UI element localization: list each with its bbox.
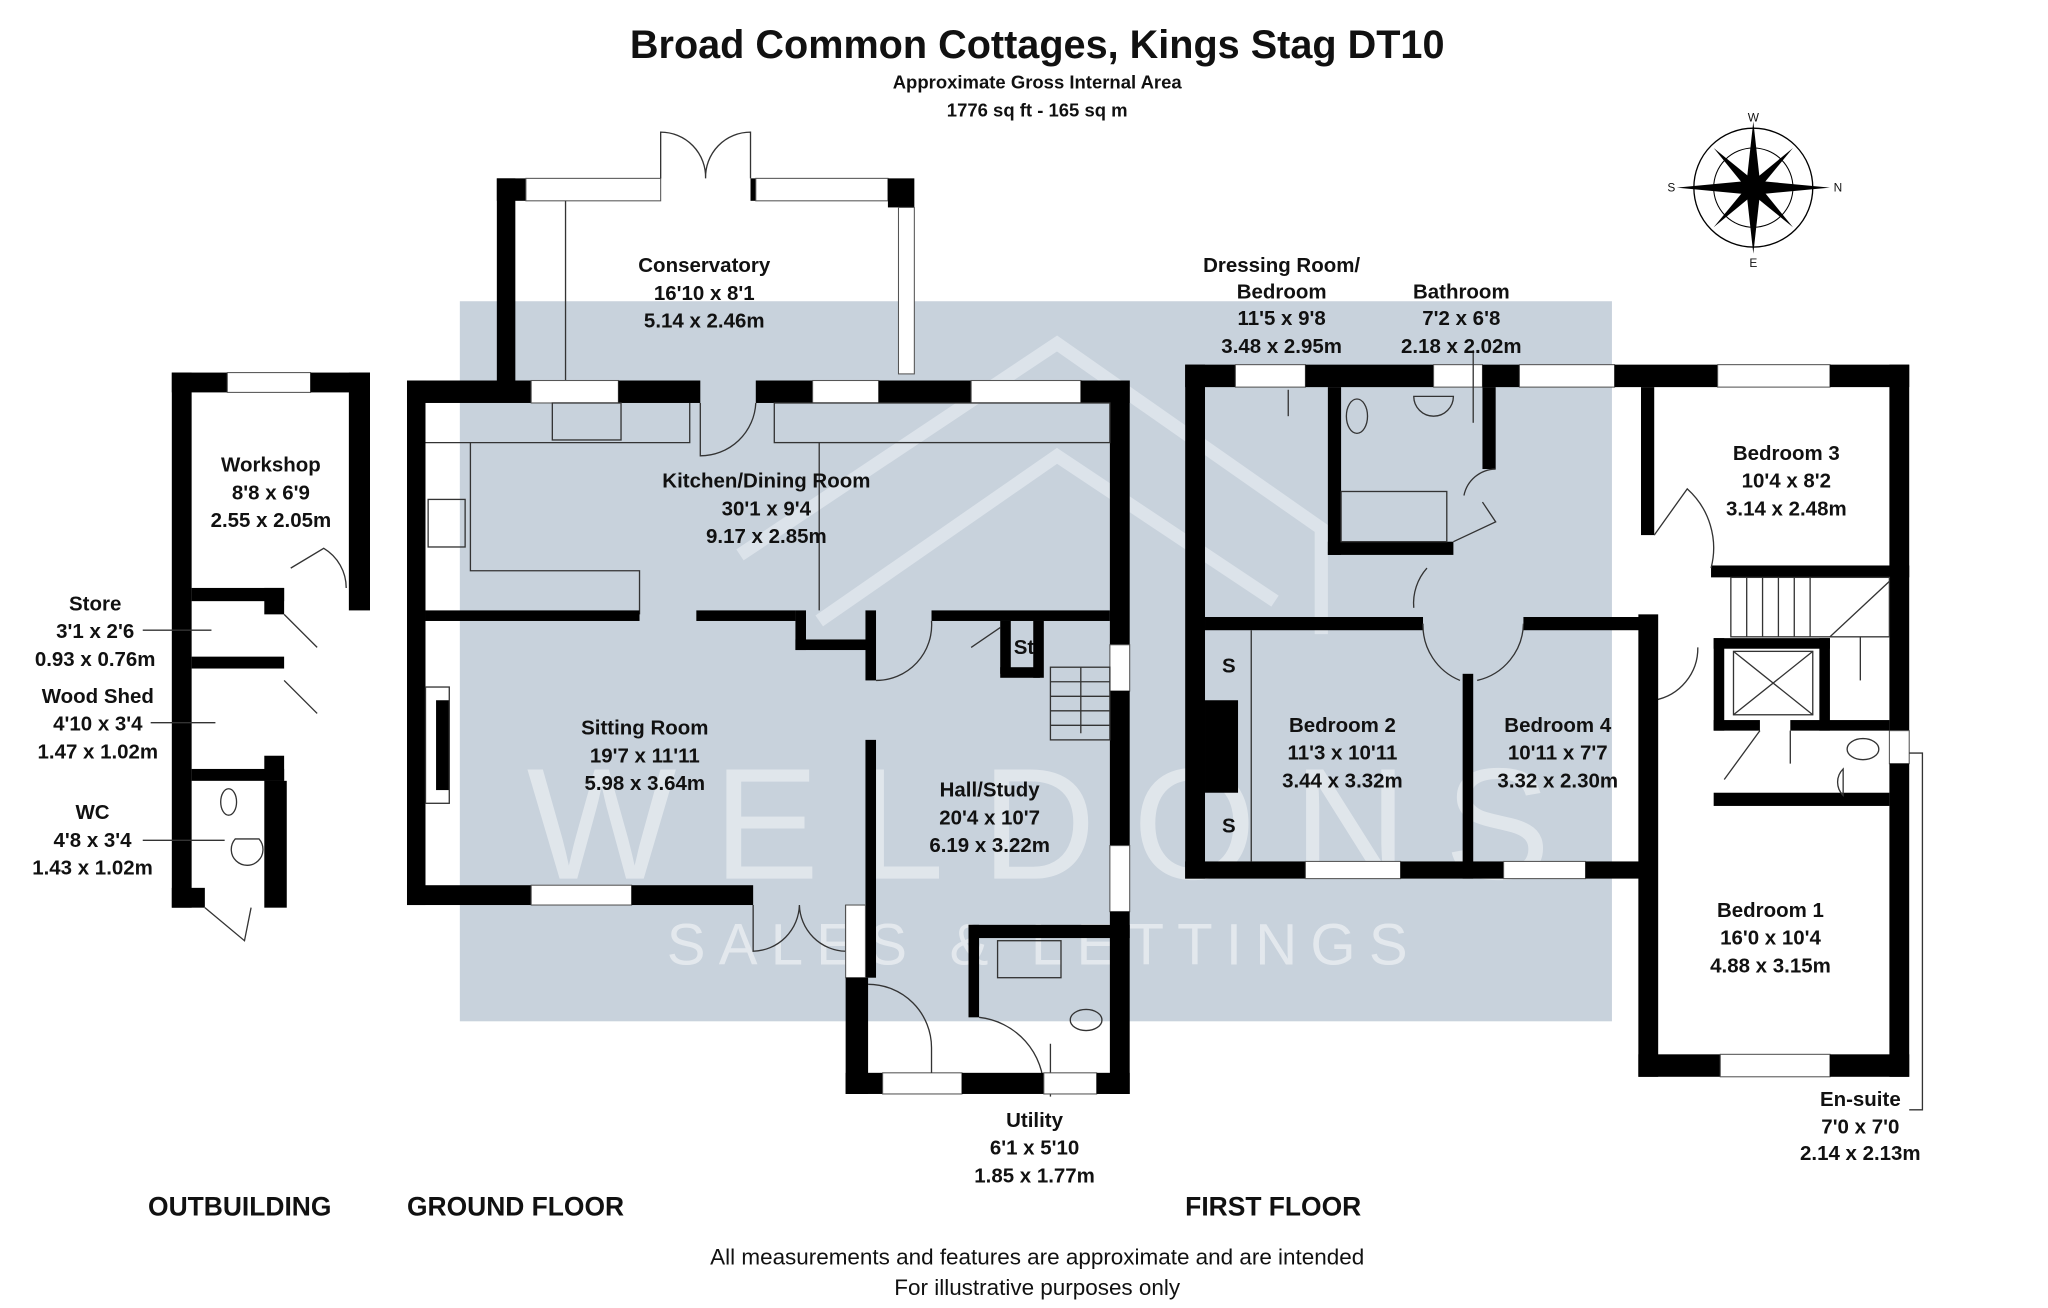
- svg-text:Bedroom: Bedroom: [1237, 281, 1327, 304]
- compass-n: N: [1834, 181, 1843, 195]
- label-bedroom-1: Bedroom 1 16'0 x 10'4 4.88 x 3.15m: [1710, 899, 1831, 977]
- label-bathroom: Bathroom 7'2 x 6'8 2.18 x 2.02m: [1401, 281, 1522, 358]
- svg-text:20'4 x 10'7: 20'4 x 10'7: [939, 806, 1040, 829]
- first-floor-walls: S S: [1185, 350, 1924, 1111]
- svg-text:Wood Shed: Wood Shed: [42, 685, 154, 708]
- label-wood-shed: Wood Shed 4'10 x 3'4 1.47 x 1.02m: [38, 685, 216, 763]
- svg-text:Store: Store: [69, 592, 121, 615]
- watermark-brand: WELDONS: [527, 735, 1588, 913]
- svg-text:4.88 x 3.15m: 4.88 x 3.15m: [1710, 954, 1831, 977]
- label-bedroom-3: Bedroom 3 10'4 x 8'2 3.14 x 2.48m: [1726, 442, 1847, 520]
- disclaimer-line-1: All measurements and features are approx…: [710, 1244, 1364, 1269]
- svg-text:0.93 x 0.76m: 0.93 x 0.76m: [35, 648, 156, 671]
- svg-text:Kitchen/Dining Room: Kitchen/Dining Room: [662, 470, 870, 493]
- svg-text:2.55 x 2.05m: 2.55 x 2.05m: [211, 509, 332, 532]
- svg-text:Bedroom 1: Bedroom 1: [1717, 899, 1824, 922]
- svg-text:4'10 x 3'4: 4'10 x 3'4: [53, 713, 143, 736]
- subtitle: Approximate Gross Internal Area: [893, 72, 1183, 93]
- label-hall-study: Hall/Study 20'4 x 10'7 6.19 x 3.22m: [929, 779, 1050, 857]
- label-sitting-room: Sitting Room 19'7 x 11'11 5.98 x 3.64m: [581, 717, 708, 795]
- svg-text:8'8 x 6'9: 8'8 x 6'9: [232, 481, 310, 504]
- label-store: Store 3'1 x 2'6 0.93 x 0.76m: [35, 592, 212, 671]
- svg-text:11'3 x 10'11: 11'3 x 10'11: [1287, 742, 1397, 765]
- compass-e: E: [1749, 256, 1757, 270]
- svg-text:4'8 x 3'4: 4'8 x 3'4: [54, 829, 133, 852]
- svg-text:1.43 x 1.02m: 1.43 x 1.02m: [32, 857, 153, 880]
- svg-text:Utility: Utility: [1006, 1109, 1063, 1132]
- label-conservatory: Conservatory 16'10 x 8'1 5.14 x 2.46m: [638, 254, 771, 332]
- compass-w: W: [1748, 111, 1760, 125]
- svg-text:10'11 x 7'7: 10'11 x 7'7: [1508, 742, 1608, 765]
- svg-text:Bedroom 2: Bedroom 2: [1289, 714, 1396, 737]
- svg-text:1.47 x 1.02m: 1.47 x 1.02m: [38, 740, 159, 763]
- svg-text:Bedroom 4: Bedroom 4: [1504, 714, 1612, 737]
- svg-text:WC: WC: [75, 801, 109, 824]
- svg-text:2.18 x 2.02m: 2.18 x 2.02m: [1401, 335, 1522, 358]
- svg-text:30'1 x 9'4: 30'1 x 9'4: [722, 497, 812, 520]
- svg-text:19'7 x 11'11: 19'7 x 11'11: [590, 744, 700, 767]
- svg-text:10'4 x 8'2: 10'4 x 8'2: [1742, 470, 1831, 493]
- label-en-suite: En-suite 7'0 x 7'0 2.14 x 2.13m: [1800, 1088, 1921, 1165]
- label-dressing-room: Dressing Room/ Bedroom 11'5 x 9'8 3.48 x…: [1203, 254, 1360, 358]
- svg-text:Workshop: Workshop: [221, 454, 321, 477]
- storage-label: S: [1222, 654, 1236, 677]
- svg-text:En-suite: En-suite: [1820, 1088, 1901, 1111]
- svg-text:Sitting Room: Sitting Room: [581, 717, 708, 740]
- area-text: 1776 sq ft - 165 sq m: [947, 99, 1128, 120]
- svg-text:Bedroom 3: Bedroom 3: [1733, 442, 1840, 465]
- svg-text:3.32 x 2.30m: 3.32 x 2.30m: [1497, 769, 1618, 792]
- svg-text:5.98 x 3.64m: 5.98 x 3.64m: [584, 772, 705, 795]
- svg-text:3.48 x 2.95m: 3.48 x 2.95m: [1221, 335, 1342, 358]
- svg-text:1.85 x 1.77m: 1.85 x 1.77m: [974, 1164, 1095, 1187]
- svg-text:16'0 x 10'4: 16'0 x 10'4: [1720, 927, 1821, 950]
- svg-text:3.14 x 2.48m: 3.14 x 2.48m: [1726, 497, 1847, 520]
- svg-text:3'1 x 2'6: 3'1 x 2'6: [56, 620, 134, 643]
- svg-text:Hall/Study: Hall/Study: [940, 779, 1041, 802]
- outbuilding-walls: [171, 372, 370, 942]
- store-cupboard-label: St: [1014, 636, 1035, 659]
- svg-text:6'1 x 5'10: 6'1 x 5'10: [990, 1137, 1079, 1160]
- ground-floor-walls: [406, 131, 1131, 1097]
- compass-s: S: [1667, 181, 1675, 195]
- page-title: Broad Common Cottages, Kings Stag DT10: [630, 23, 1445, 67]
- storage-label: S: [1222, 814, 1236, 837]
- svg-text:5.14 x 2.46m: 5.14 x 2.46m: [644, 310, 765, 333]
- svg-text:11'5 x 9'8: 11'5 x 9'8: [1237, 307, 1325, 330]
- label-bedroom-2: Bedroom 2 11'3 x 10'11 3.44 x 3.32m: [1282, 714, 1403, 792]
- compass-icon: W N E S: [1667, 111, 1842, 270]
- svg-text:Bathroom: Bathroom: [1413, 281, 1510, 304]
- svg-text:3.44 x 3.32m: 3.44 x 3.32m: [1282, 769, 1403, 792]
- svg-text:6.19 x 3.22m: 6.19 x 3.22m: [929, 834, 1050, 857]
- label-utility: Utility 6'1 x 5'10 1.85 x 1.77m: [974, 1109, 1095, 1187]
- label-kitchen-dining: Kitchen/Dining Room 30'1 x 9'4 9.17 x 2.…: [662, 470, 870, 548]
- watermark-tagline: SALES & LETTINGS: [667, 912, 1421, 977]
- floor-label-ground: GROUND FLOOR: [407, 1192, 624, 1222]
- svg-text:16'10 x 8'1: 16'10 x 8'1: [654, 282, 755, 305]
- label-wc: WC 4'8 x 3'4 1.43 x 1.02m: [32, 788, 264, 880]
- svg-text:9.17 x 2.85m: 9.17 x 2.85m: [706, 525, 827, 548]
- svg-text:Conservatory: Conservatory: [638, 254, 771, 277]
- svg-text:Dressing Room/: Dressing Room/: [1203, 254, 1360, 277]
- label-workshop: Workshop 8'8 x 6'9 2.55 x 2.05m: [211, 454, 332, 532]
- floor-label-outbuilding: OUTBUILDING: [148, 1192, 331, 1222]
- svg-text:2.14 x 2.13m: 2.14 x 2.13m: [1800, 1142, 1921, 1165]
- disclaimer-line-2: For illustrative purposes only: [894, 1275, 1181, 1300]
- label-bedroom-4: Bedroom 4 10'11 x 7'7 3.32 x 2.30m: [1497, 714, 1618, 792]
- svg-text:7'0 x 7'0: 7'0 x 7'0: [1821, 1116, 1899, 1139]
- floor-label-first: FIRST FLOOR: [1185, 1192, 1361, 1222]
- svg-text:7'2 x 6'8: 7'2 x 6'8: [1422, 307, 1500, 330]
